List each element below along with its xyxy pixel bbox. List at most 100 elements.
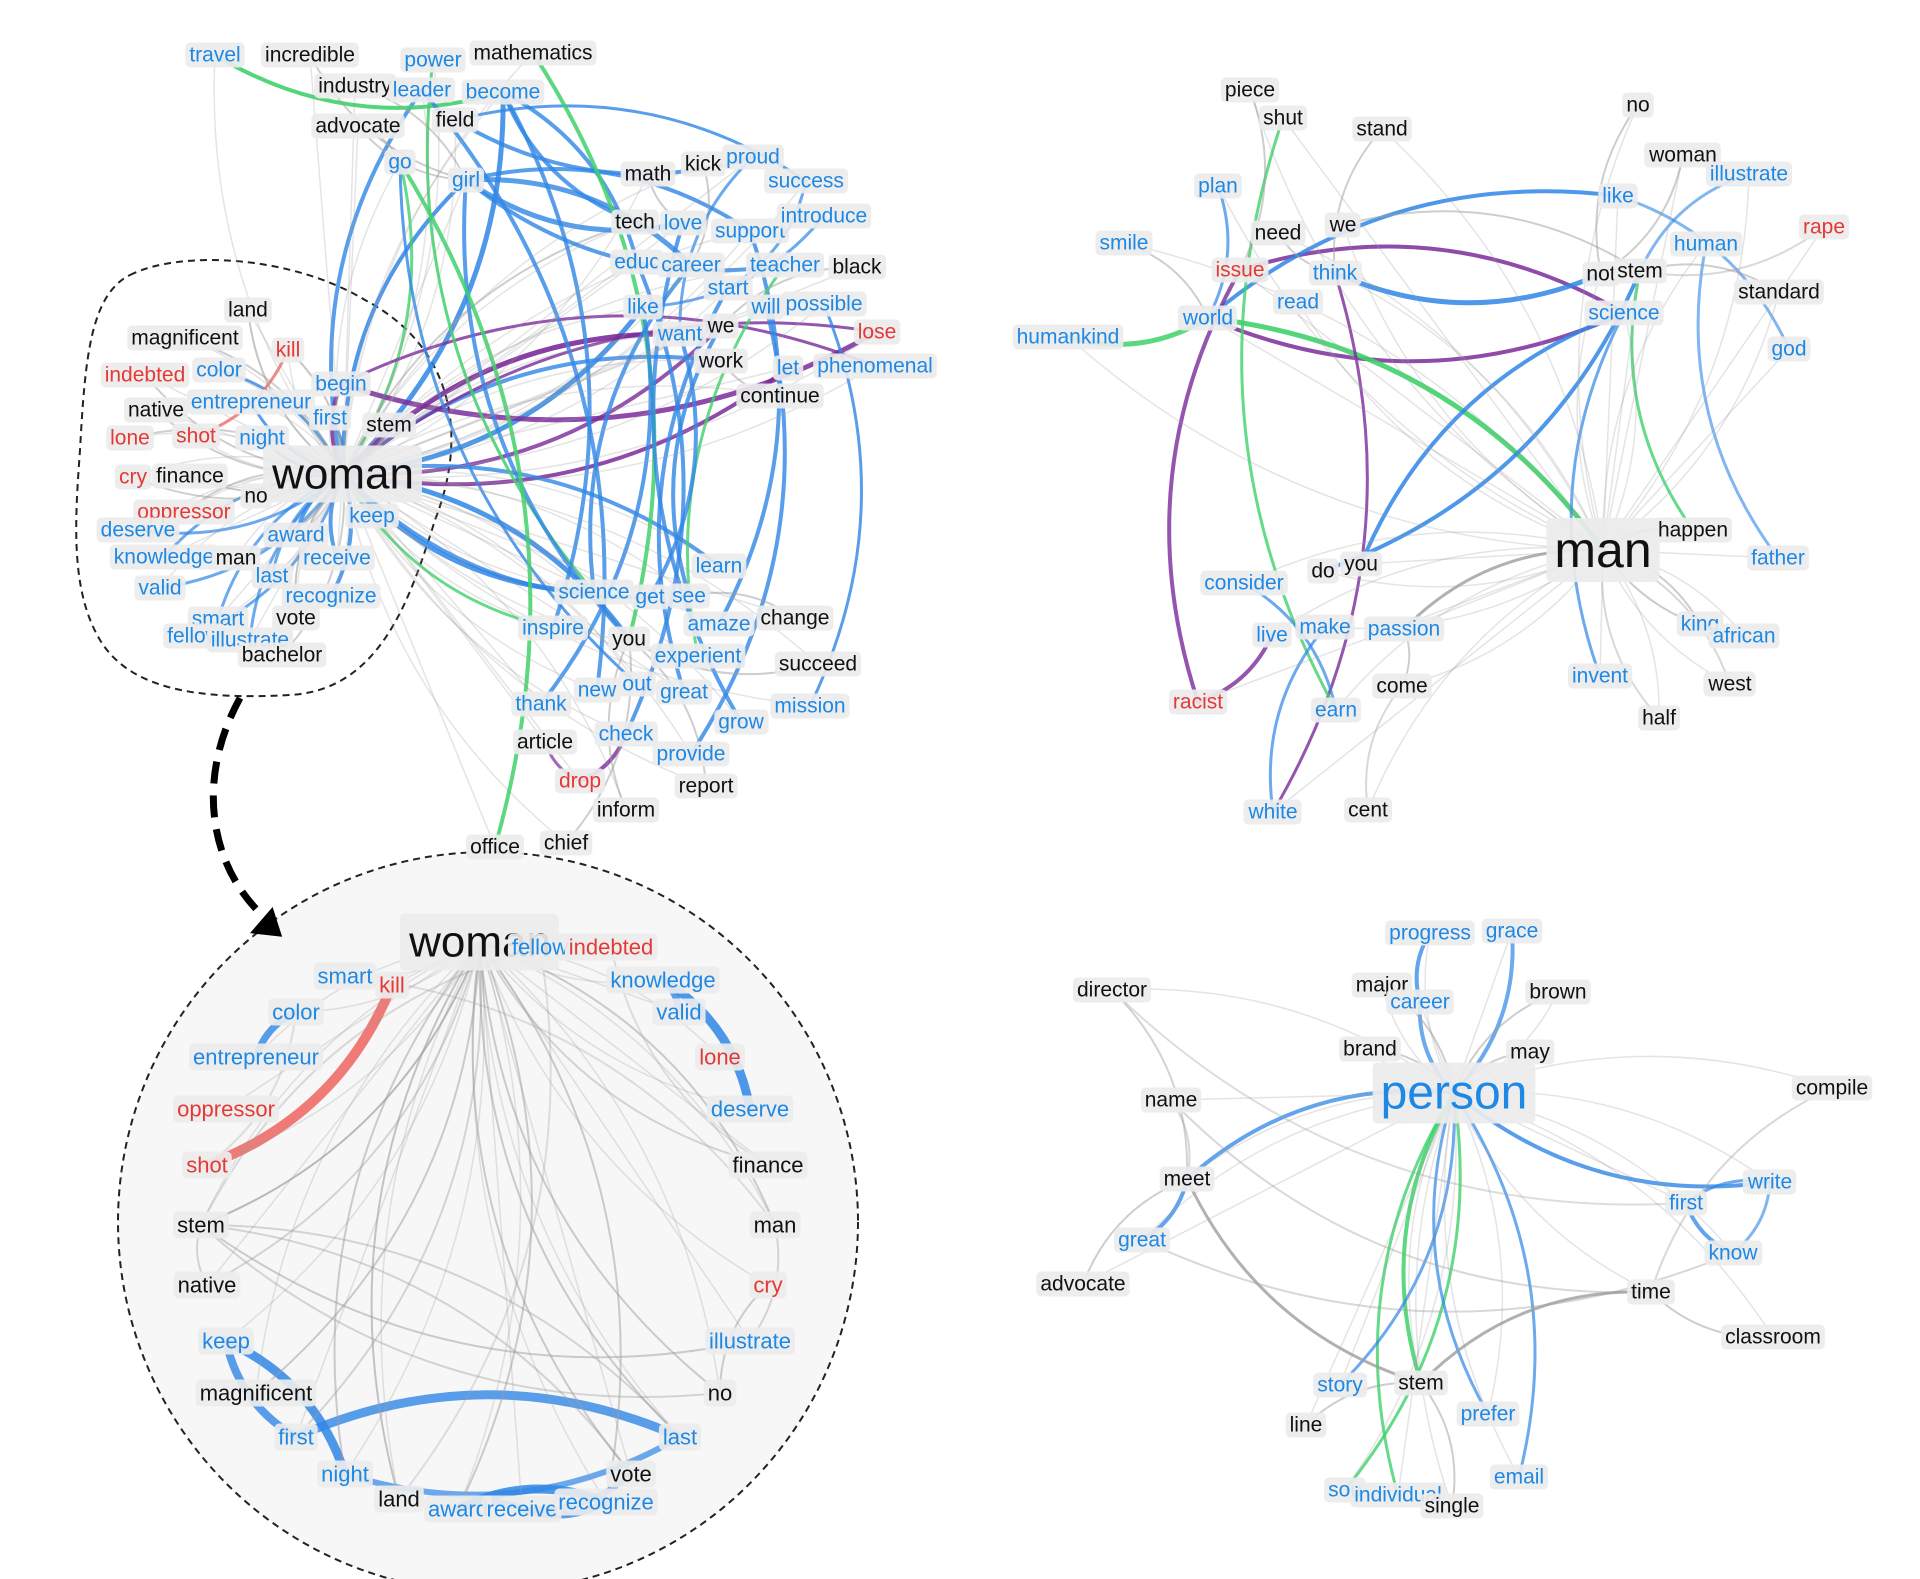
node-work[interactable]: work <box>693 348 748 374</box>
node-classroom[interactable]: classroom <box>1721 1324 1825 1350</box>
node-half[interactable]: half <box>1638 705 1681 731</box>
node-want[interactable]: want <box>652 321 707 347</box>
node-indebted[interactable]: indebted <box>564 933 658 961</box>
node-finance[interactable]: finance <box>152 463 228 489</box>
node-compile[interactable]: compile <box>1791 1075 1873 1101</box>
node-award[interactable]: award <box>424 1495 492 1523</box>
node-piece[interactable]: piece <box>1220 77 1280 103</box>
node-stand[interactable]: stand <box>1352 116 1412 142</box>
node-first[interactable]: first <box>1665 1190 1708 1216</box>
node-tech[interactable]: tech <box>611 209 659 235</box>
node-line[interactable]: line <box>1285 1412 1327 1438</box>
node-lone[interactable]: lone <box>106 425 154 451</box>
node-time[interactable]: time <box>1627 1279 1675 1305</box>
node-last[interactable]: last <box>251 563 293 589</box>
node-last[interactable]: last <box>658 1423 702 1451</box>
node-recognize[interactable]: recognize <box>281 583 381 609</box>
node-no[interactable]: no <box>703 1379 737 1407</box>
node-stem[interactable]: stem <box>173 1211 229 1239</box>
node-land[interactable]: land <box>224 297 272 323</box>
node-let[interactable]: let <box>772 355 804 381</box>
node-like[interactable]: like <box>623 294 663 320</box>
node-not[interactable]: not <box>1582 261 1620 287</box>
node-field[interactable]: field <box>431 107 479 133</box>
node-magnificent[interactable]: magnificent <box>195 1379 317 1407</box>
node-entrepreneur[interactable]: entrepreneur <box>186 389 316 415</box>
node-knowledge[interactable]: knowledge <box>109 544 219 570</box>
node-become[interactable]: become <box>461 79 545 105</box>
node-prefer[interactable]: prefer <box>1456 1401 1520 1427</box>
node-office[interactable]: office <box>466 834 524 860</box>
node-grow[interactable]: grow <box>714 709 769 735</box>
node-knowledge[interactable]: knowledge <box>606 966 720 994</box>
node-valid[interactable]: valid <box>652 998 706 1026</box>
node-science[interactable]: science <box>1584 300 1664 326</box>
node-single[interactable]: single <box>1420 1493 1484 1519</box>
node-standard[interactable]: standard <box>1734 279 1824 305</box>
node-racist[interactable]: racist <box>1168 689 1228 715</box>
node-provide[interactable]: provide <box>652 741 730 767</box>
node-oppressor[interactable]: oppressor <box>173 1095 279 1123</box>
node-see[interactable]: see <box>668 583 710 609</box>
node-report[interactable]: report <box>674 773 738 799</box>
node-you[interactable]: you <box>1340 551 1382 577</box>
node-night[interactable]: night <box>317 1460 373 1488</box>
node-science[interactable]: science <box>554 579 634 605</box>
node-leader[interactable]: leader <box>388 77 456 103</box>
node-black[interactable]: black <box>828 254 887 280</box>
node-live[interactable]: live <box>1252 622 1292 648</box>
node-incredible[interactable]: incredible <box>261 42 359 68</box>
node-power[interactable]: power <box>400 47 466 73</box>
node-come[interactable]: come <box>1372 673 1432 699</box>
node-proud[interactable]: proud <box>722 144 784 170</box>
node-no[interactable]: no <box>240 483 272 509</box>
node-inform[interactable]: inform <box>592 797 660 823</box>
node-chief[interactable]: chief <box>539 830 593 856</box>
node-deserve[interactable]: deserve <box>706 1095 794 1123</box>
node-no[interactable]: no <box>1622 92 1654 118</box>
node-smile[interactable]: smile <box>1095 230 1153 256</box>
node-new[interactable]: new <box>573 677 622 703</box>
node-inspire[interactable]: inspire <box>518 615 588 641</box>
node-receive[interactable]: receive <box>482 1495 562 1523</box>
node-entrepreneur[interactable]: entrepreneur <box>189 1043 323 1071</box>
node-support[interactable]: support <box>710 218 790 244</box>
node-may[interactable]: may <box>1506 1039 1555 1065</box>
node-name[interactable]: name <box>1140 1087 1202 1113</box>
node-phenomenal[interactable]: phenomenal <box>813 353 937 379</box>
node-introduce[interactable]: introduce <box>776 203 872 229</box>
node-african[interactable]: african <box>1708 623 1780 649</box>
node-career[interactable]: career <box>1386 989 1454 1015</box>
node-start[interactable]: start <box>703 275 753 301</box>
node-advocate[interactable]: advocate <box>1036 1271 1130 1297</box>
node-lose[interactable]: lose <box>853 319 901 345</box>
node-educ[interactable]: educ <box>610 249 664 275</box>
node-magnificent[interactable]: magnificent <box>127 325 243 351</box>
node-lone[interactable]: lone <box>695 1043 745 1071</box>
node-check[interactable]: check <box>594 721 658 747</box>
node-we[interactable]: we <box>1324 212 1361 238</box>
node-person[interactable]: person <box>1372 1062 1536 1124</box>
node-cry[interactable]: cry <box>115 464 152 490</box>
node-first[interactable]: first <box>274 1423 318 1451</box>
node-land[interactable]: land <box>374 1485 424 1513</box>
node-vote[interactable]: vote <box>272 605 320 631</box>
node-go[interactable]: go <box>384 149 416 175</box>
node-success[interactable]: success <box>764 168 848 194</box>
node-great[interactable]: great <box>1114 1227 1171 1253</box>
node-stem[interactable]: stem <box>362 412 416 438</box>
node-know[interactable]: know <box>1704 1240 1763 1266</box>
node-think[interactable]: think <box>1308 260 1362 286</box>
node-world[interactable]: world <box>1177 305 1238 331</box>
node-white[interactable]: white <box>1243 799 1302 825</box>
node-west[interactable]: west <box>1703 671 1756 697</box>
node-consider[interactable]: consider <box>1200 570 1288 596</box>
node-math[interactable]: math <box>620 161 676 187</box>
node-email[interactable]: email <box>1489 1464 1549 1490</box>
node-happen[interactable]: happen <box>1653 517 1733 543</box>
node-illustrate[interactable]: illustrate <box>705 1327 795 1355</box>
node-native[interactable]: native <box>123 397 189 423</box>
node-succeed[interactable]: succeed <box>774 651 862 677</box>
node-smart[interactable]: smart <box>313 962 377 990</box>
node-travel[interactable]: travel <box>185 42 245 68</box>
